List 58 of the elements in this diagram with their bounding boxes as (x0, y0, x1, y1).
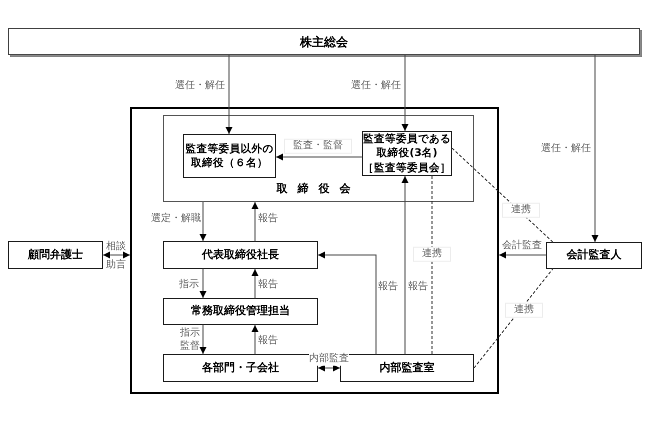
node-text: 監査等委員以外の取締役（６名） (184, 142, 274, 170)
arrow (102, 252, 130, 258)
arrow (402, 176, 408, 354)
process-box (163, 298, 318, 325)
process-box (546, 242, 642, 269)
node-text: ［監査等委員会］ (363, 160, 451, 176)
arrow (252, 324, 258, 354)
arrow (318, 252, 376, 354)
edge-label: 選定・解職 (151, 212, 201, 226)
process-box (340, 354, 474, 382)
process-box (8, 241, 103, 269)
node-text: 顧問弁護士 (28, 246, 83, 263)
node-text: 代表取締役社長 (202, 246, 279, 263)
arrow (276, 154, 362, 160)
edge-label: 連携 (502, 202, 540, 218)
edge-label: 監査・監督 (284, 138, 352, 154)
edge-label: 会計監査 (502, 240, 542, 252)
edge-label: 報告 (378, 280, 398, 294)
arrow (402, 54, 408, 132)
arrow (318, 364, 340, 372)
arrow (592, 54, 598, 242)
node-text: 内部監査室 (380, 360, 434, 376)
node-text: 常務取締役管理担当 (191, 303, 290, 320)
arrow (252, 202, 258, 242)
edge-label: 選任・解任 (541, 142, 591, 156)
node-text: 監査等委員である取締役(3名) (363, 132, 451, 161)
arrow (226, 54, 232, 134)
edge-label: 報告 (258, 334, 278, 348)
edge-label: 報告 (408, 280, 428, 294)
process-box (183, 134, 276, 178)
node-text: 取締役会 (276, 180, 360, 196)
arrow (200, 202, 206, 242)
process-box (163, 241, 318, 269)
node-text: 会計監査人 (566, 247, 622, 264)
edge-label: 報告 (258, 212, 278, 226)
edge-label: 指示 (179, 278, 199, 292)
node-text: 株主総会 (300, 34, 348, 50)
heading-bar (8, 28, 640, 55)
group-box (163, 115, 474, 202)
edge-label: 指示監督 (179, 328, 201, 352)
edge-label: 連携 (505, 302, 543, 318)
dashed-connector (474, 268, 554, 368)
edge-label: 連携 (413, 246, 451, 262)
edge-label: 報告 (258, 278, 278, 292)
arrow (200, 324, 206, 354)
company-frame (130, 107, 499, 394)
process-box (362, 131, 452, 176)
arrow (200, 268, 206, 298)
arrow (498, 252, 546, 258)
edge-label: 相談 (106, 240, 126, 254)
process-box (163, 354, 318, 382)
annotation-text: 助言 (106, 258, 126, 272)
edge-label: 内部監査 (309, 352, 349, 366)
arrow (252, 268, 258, 298)
dashed-connector (452, 148, 554, 242)
edge-label: 選任・解任 (175, 80, 225, 92)
edge-label: 選任・解任 (351, 80, 401, 92)
node-text: 各部門・子会社 (202, 360, 279, 376)
